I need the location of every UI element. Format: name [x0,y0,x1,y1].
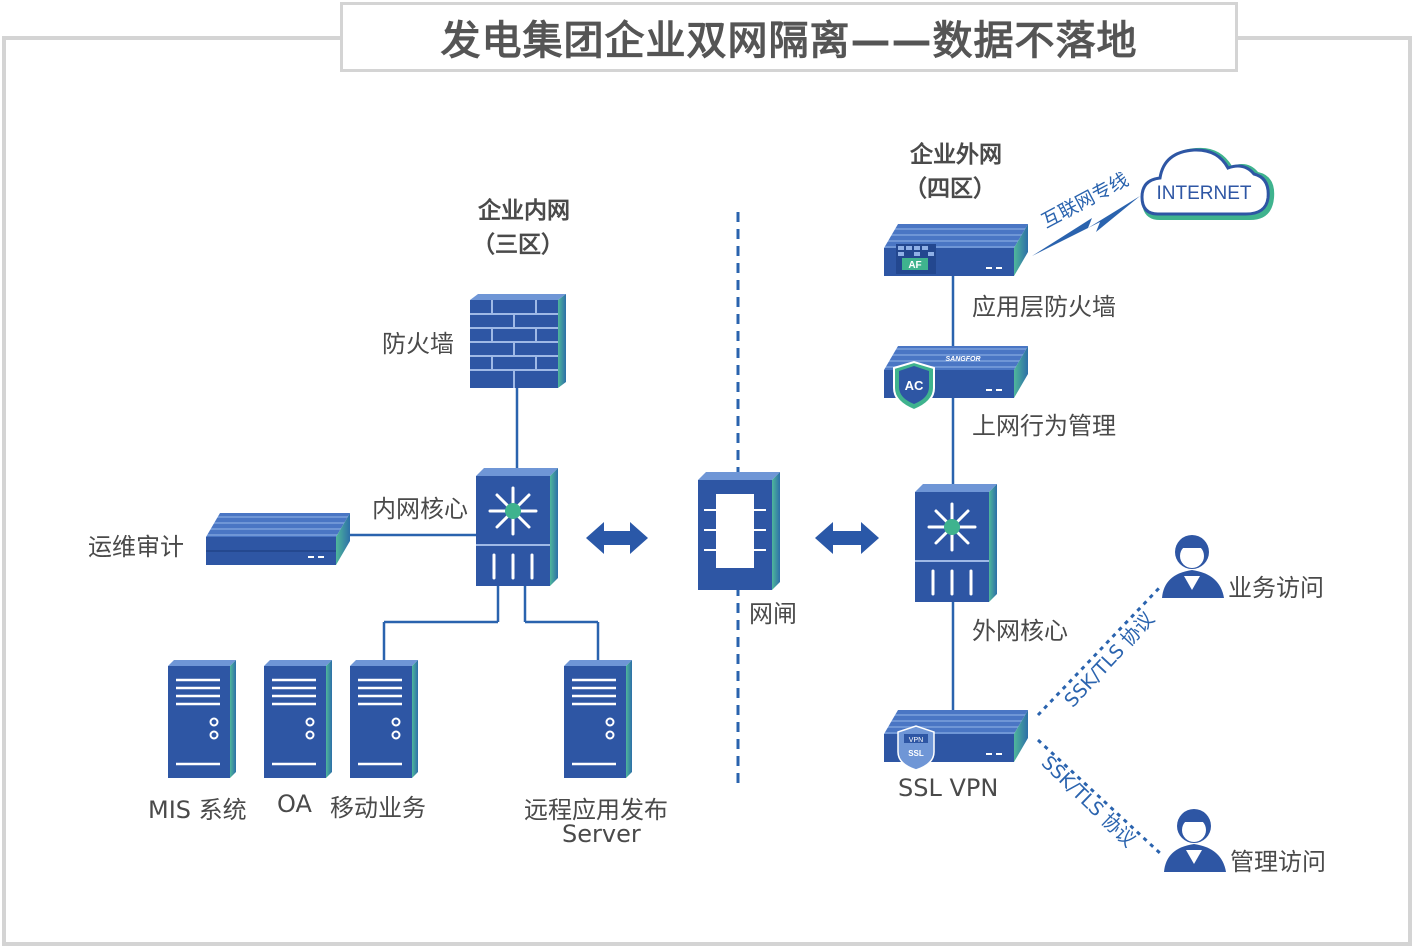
tls-links [1036,583,1164,857]
behavior-mgmt-device-icon: SANGFOR AC [884,346,1028,412]
internal-core-switch-icon [476,468,558,586]
tls-lower-label: SSK/TLS 协议 [1037,752,1140,852]
firewall-icon [470,294,566,388]
remote-app-label: 远程应用发布 [524,796,668,824]
ssl-badge: SSL [908,749,924,758]
internal-zone-name: 企业内网 [478,198,570,224]
internal-zone-area: （三区） [472,232,564,258]
firewall-label: 防火墙 [382,330,454,358]
external-core-label: 外网核心 [972,617,1068,645]
vpn-badge: VPN [909,737,923,744]
double-arrow-icon [586,522,648,554]
server-icon [264,660,332,778]
title-banner: 发电集团企业双网隔离——数据不落地 [340,2,1238,72]
internet-cloud-icon: INTERNET [1140,147,1275,220]
remote-app-server-label: Server [562,820,641,848]
behavior-mgmt-label: 上网行为管理 [972,412,1116,440]
external-core-switch-icon [915,484,997,602]
internal-zone-label: 企业内网 （三区） [472,194,570,262]
oa-label: OA [277,790,312,818]
user-icon [1162,535,1224,598]
gatekeeper-label: 网闸 [749,600,797,628]
admin-access-label: 管理访问 [1230,848,1326,876]
server-icon [564,660,632,778]
server-icon [168,660,236,778]
af-badge: AF [908,260,921,271]
ac-badge: AC [905,378,924,393]
external-zone-label: 企业外网 （四区） [904,138,1002,206]
internal-links [350,388,600,662]
ssl-vpn-label: SSL VPN [898,774,999,802]
app-firewall-device-icon: AF [884,224,1028,276]
sangfor-logo: SANGFOR [946,356,981,363]
page-title: 发电集团企业双网隔离——数据不落地 [440,18,1138,64]
server-icon [350,660,418,778]
mobile-label: 移动业务 [330,794,426,822]
mis-label: MIS 系统 [148,796,247,824]
ssl-vpn-device-icon: VPN SSL [884,710,1028,771]
user-icon [1164,809,1226,872]
external-zone-name: 企业外网 [910,142,1002,168]
external-zone-area: （四区） [904,176,996,202]
ops-audit-device-icon [206,513,350,565]
double-arrow-icon [815,522,879,554]
internet-label: INTERNET [1157,183,1252,204]
internal-core-label: 内网核心 [372,495,468,523]
business-access-label: 业务访问 [1228,574,1324,602]
tls-upper-label: SSK/TLS 协议 [1060,608,1159,712]
outer-frame [2,36,1412,946]
lightning-icon [1032,196,1140,256]
ops-audit-label: 运维审计 [88,533,184,561]
gatekeeper-icon [698,472,780,590]
app-firewall-label: 应用层防火墙 [972,293,1116,321]
